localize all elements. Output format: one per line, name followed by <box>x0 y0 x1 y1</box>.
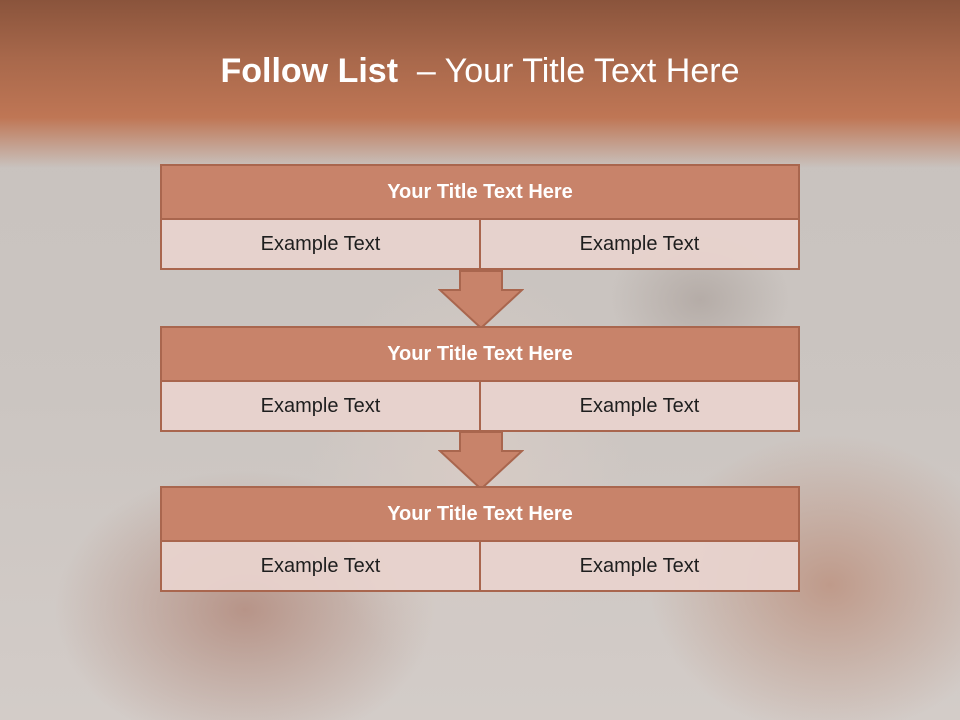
title-rest: – Your Title Text Here <box>398 52 740 90</box>
step-3-left-text: Example Text <box>260 554 381 577</box>
step-title-3: Your Title Text Here <box>160 486 800 542</box>
header-band <box>0 0 960 168</box>
step-title-2: Your Title Text Here <box>160 326 800 382</box>
step-box-2: Your Title Text Here Example Text Exampl… <box>160 326 800 432</box>
title-bold: Follow List <box>220 52 399 90</box>
step-1-left-text: Example Text <box>260 232 381 255</box>
step-1-right-text: Example Text <box>479 220 798 268</box>
down-arrow-icon <box>438 270 524 330</box>
step-3-right-text: Example Text <box>479 542 798 590</box>
step-title-1: Your Title Text Here <box>160 164 800 220</box>
step-box-3: Your Title Text Here Example Text Exampl… <box>160 486 800 592</box>
step-row-2: Example Text Example Text <box>160 382 800 432</box>
step-row-1: Example Text Example Text <box>160 220 800 270</box>
step-box-1: Your Title Text Here Example Text Exampl… <box>160 164 800 270</box>
step-2-left-text: Example Text <box>260 394 381 417</box>
step-2-right-text: Example Text <box>479 382 798 430</box>
down-arrow-icon <box>438 431 524 491</box>
slide-title: Follow List – Your Title Text Here <box>0 52 960 91</box>
step-row-3: Example Text Example Text <box>160 542 800 592</box>
